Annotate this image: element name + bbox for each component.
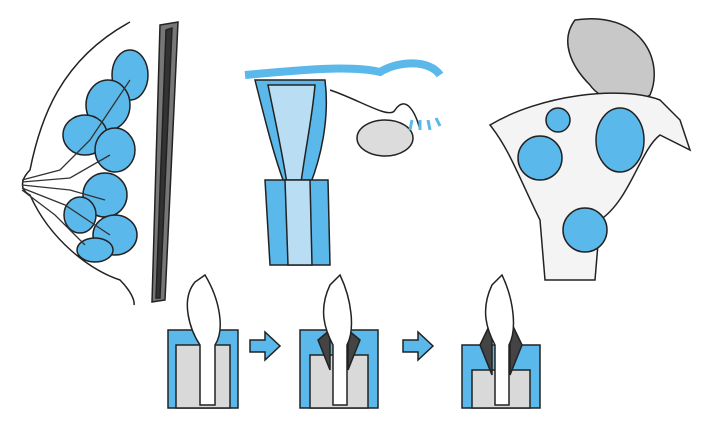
- breast-lobules: [62, 49, 149, 263]
- uterus-illustration: [244, 59, 444, 266]
- follicle: [595, 107, 645, 173]
- breast-illustration: [21, 21, 179, 306]
- arrow-icon: [249, 330, 282, 362]
- arrow-icon: [402, 330, 435, 362]
- fimbriae: [408, 117, 442, 131]
- follicle: [562, 207, 608, 253]
- tooth-progression-illustration: [167, 273, 541, 409]
- tooth-stage-1: [167, 273, 239, 409]
- tooth-stage-3: [461, 273, 541, 409]
- follicle: [545, 107, 571, 133]
- ovary-cyst-illustration: [488, 17, 692, 281]
- milk-ducts: [21, 79, 131, 246]
- follicle: [517, 135, 563, 181]
- tooth-stage-2: [299, 273, 379, 409]
